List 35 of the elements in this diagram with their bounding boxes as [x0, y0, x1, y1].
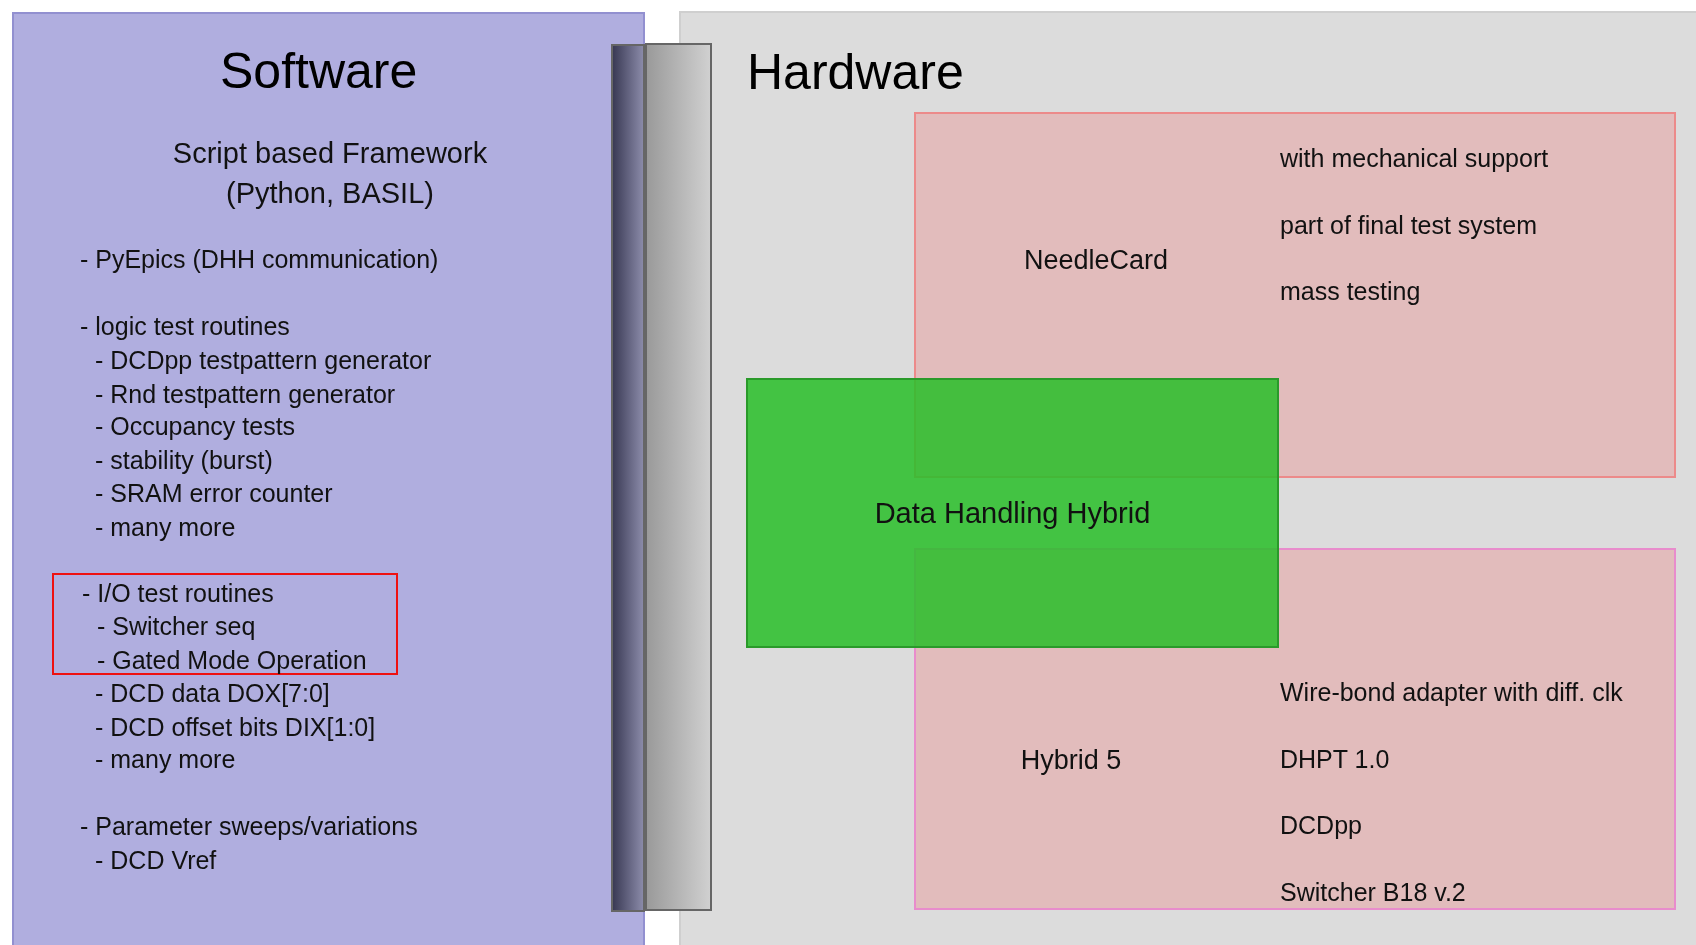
panel-title: Software [220, 42, 418, 100]
note-text: Wire-bond adapter with diff. clk [1280, 678, 1623, 706]
list-item: - PyEpics (DHH communication) [80, 245, 439, 273]
list-item: - Rnd testpattern generator [95, 380, 396, 408]
list-item: - DCD Vref [95, 846, 217, 874]
list-item: - DCD offset bits DIX[1:0] [95, 713, 376, 741]
note-text: DCDpp [1280, 811, 1362, 839]
note-text: Switcher B18 v.2 [1280, 878, 1466, 906]
separator-bar [645, 43, 712, 911]
list-item: - Gated Mode Operation [97, 646, 367, 674]
list-item: - I/O test routines [82, 579, 274, 607]
note-text: with mechanical support [1280, 144, 1549, 172]
panel-title: Hardware [747, 43, 964, 101]
box-title: Data Handling Hybrid [874, 496, 1151, 530]
note-text: DHPT 1.0 [1280, 745, 1390, 773]
note-text: part of final test system [1280, 211, 1538, 239]
note-text: mass testing [1280, 277, 1421, 305]
list-item: - DCDpp testpattern generator [95, 346, 432, 374]
highlight-box [52, 573, 398, 675]
list-item: - SRAM error counter [95, 479, 333, 507]
list-item: - Occupancy tests [95, 412, 296, 440]
list-item: - many more [95, 745, 236, 773]
software-panel [12, 12, 645, 945]
box-title: Hybrid 5 [1020, 744, 1122, 776]
list-item: - logic test routines [80, 312, 290, 340]
list-item: - DCD data DOX[7:0] [95, 679, 330, 707]
box-title: NeedleCard [1023, 244, 1169, 276]
list-item: - Switcher seq [97, 612, 256, 640]
hardware-panel [679, 11, 1696, 945]
subtitle: Script based Framework (Python, BASIL) [171, 136, 489, 211]
list-item: - many more [95, 513, 236, 541]
list-item: - stability (burst) [95, 446, 273, 474]
list-item: - Parameter sweeps/variations [80, 812, 418, 840]
separator-bar [611, 44, 645, 912]
data-handling-hybrid-box [746, 378, 1279, 648]
